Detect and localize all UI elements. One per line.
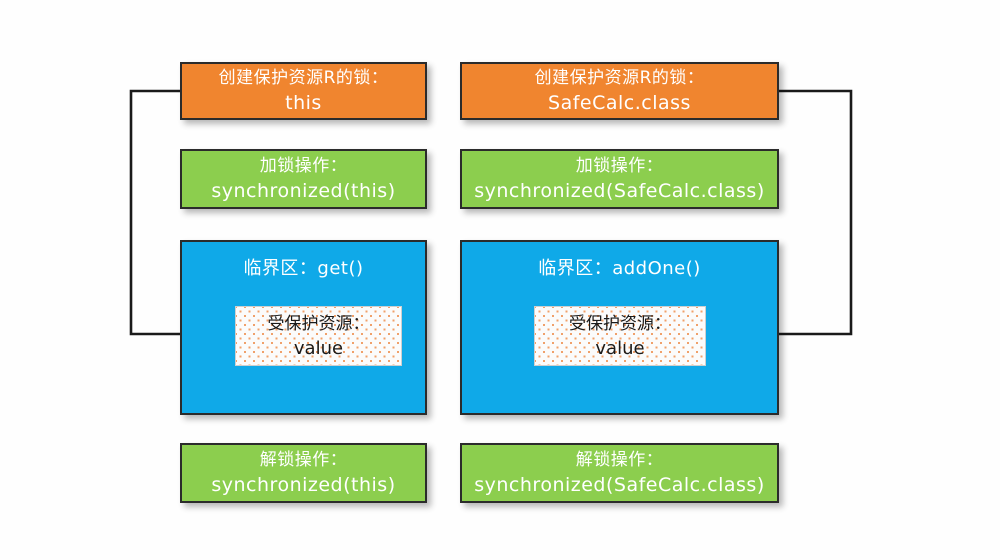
protected-resource-label-code: value <box>293 337 344 359</box>
lock-create-label-code: SafeCalc.class <box>548 92 691 114</box>
critical-section-title: 临界区：get() <box>243 258 364 279</box>
lock-create-label-code: this <box>285 92 322 114</box>
lock-release-box-instance[interactable]: 解锁操作： synchronized(this) <box>180 443 427 503</box>
protected-resource-label-code: value <box>595 337 645 359</box>
critical-section-title: 临界区：addOne() <box>538 258 701 279</box>
lock-release-label-cn: 解锁操作： <box>575 450 664 470</box>
lock-create-box-class[interactable]: 创建保护资源R的锁： SafeCalc.class <box>460 62 779 120</box>
lock-release-label-code: synchronized(this) <box>211 474 396 496</box>
lock-acquire-box-instance[interactable]: 加锁操作： synchronized(this) <box>180 149 427 209</box>
lock-acquire-box-class[interactable]: 加锁操作： synchronized(SafeCalc.class) <box>460 149 779 209</box>
lock-create-label-cn: 创建保护资源R的锁： <box>218 68 389 88</box>
lock-acquire-label-code: synchronized(SafeCalc.class) <box>474 180 765 202</box>
lock-create-label-cn: 创建保护资源R的锁： <box>534 68 705 88</box>
protected-resource-box-right: 受保护资源： value <box>534 306 706 366</box>
protected-resource-label-cn: 受保护资源： <box>267 313 370 334</box>
protected-resource-box-left: 受保护资源： value <box>235 306 402 366</box>
lock-release-label-cn: 解锁操作： <box>259 450 348 470</box>
critical-section-box-addone[interactable]: 临界区：addOne() <box>460 240 779 415</box>
lock-release-box-class[interactable]: 解锁操作： synchronized(SafeCalc.class) <box>460 443 779 503</box>
lock-acquire-label-code: synchronized(this) <box>211 180 396 202</box>
lock-acquire-label-cn: 加锁操作： <box>575 156 664 176</box>
lock-release-label-code: synchronized(SafeCalc.class) <box>474 474 765 496</box>
protected-resource-label-cn: 受保护资源： <box>569 313 671 334</box>
lock-create-box-instance[interactable]: 创建保护资源R的锁： this <box>180 62 427 120</box>
lock-acquire-label-cn: 加锁操作： <box>259 156 348 176</box>
